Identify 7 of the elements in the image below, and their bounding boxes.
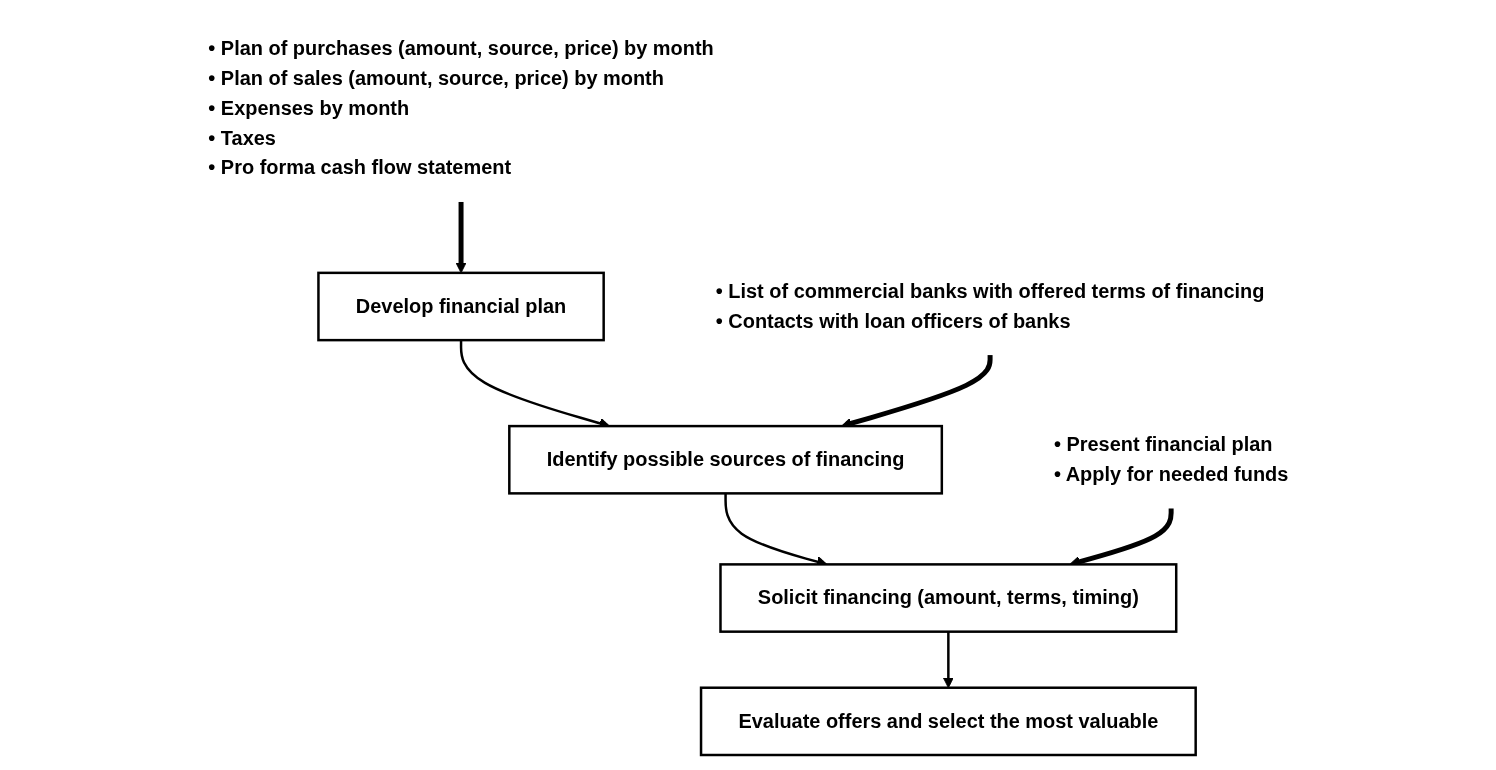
node-box: Identify possible sources of financing: [507, 424, 943, 495]
node-box: Develop financial plan: [316, 271, 605, 342]
node-text: • Present financial plan • Apply for needed funds: [1053, 433, 1288, 485]
node-box: Solicit financing (amount, terms, timing): [718, 563, 1178, 633]
node-text: • List of commercial banks with offered terms of financing • Contacts with loan officers of banks: [715, 280, 1265, 332]
node-box: Evaluate offers and select the most valuable: [699, 686, 1197, 757]
node-text: • Plan of purchases (amount, source, price) by month • Plan of sales (amount, source, price) by month • Expenses by month • Taxes • Pro forma cash flow statement: [208, 37, 714, 179]
